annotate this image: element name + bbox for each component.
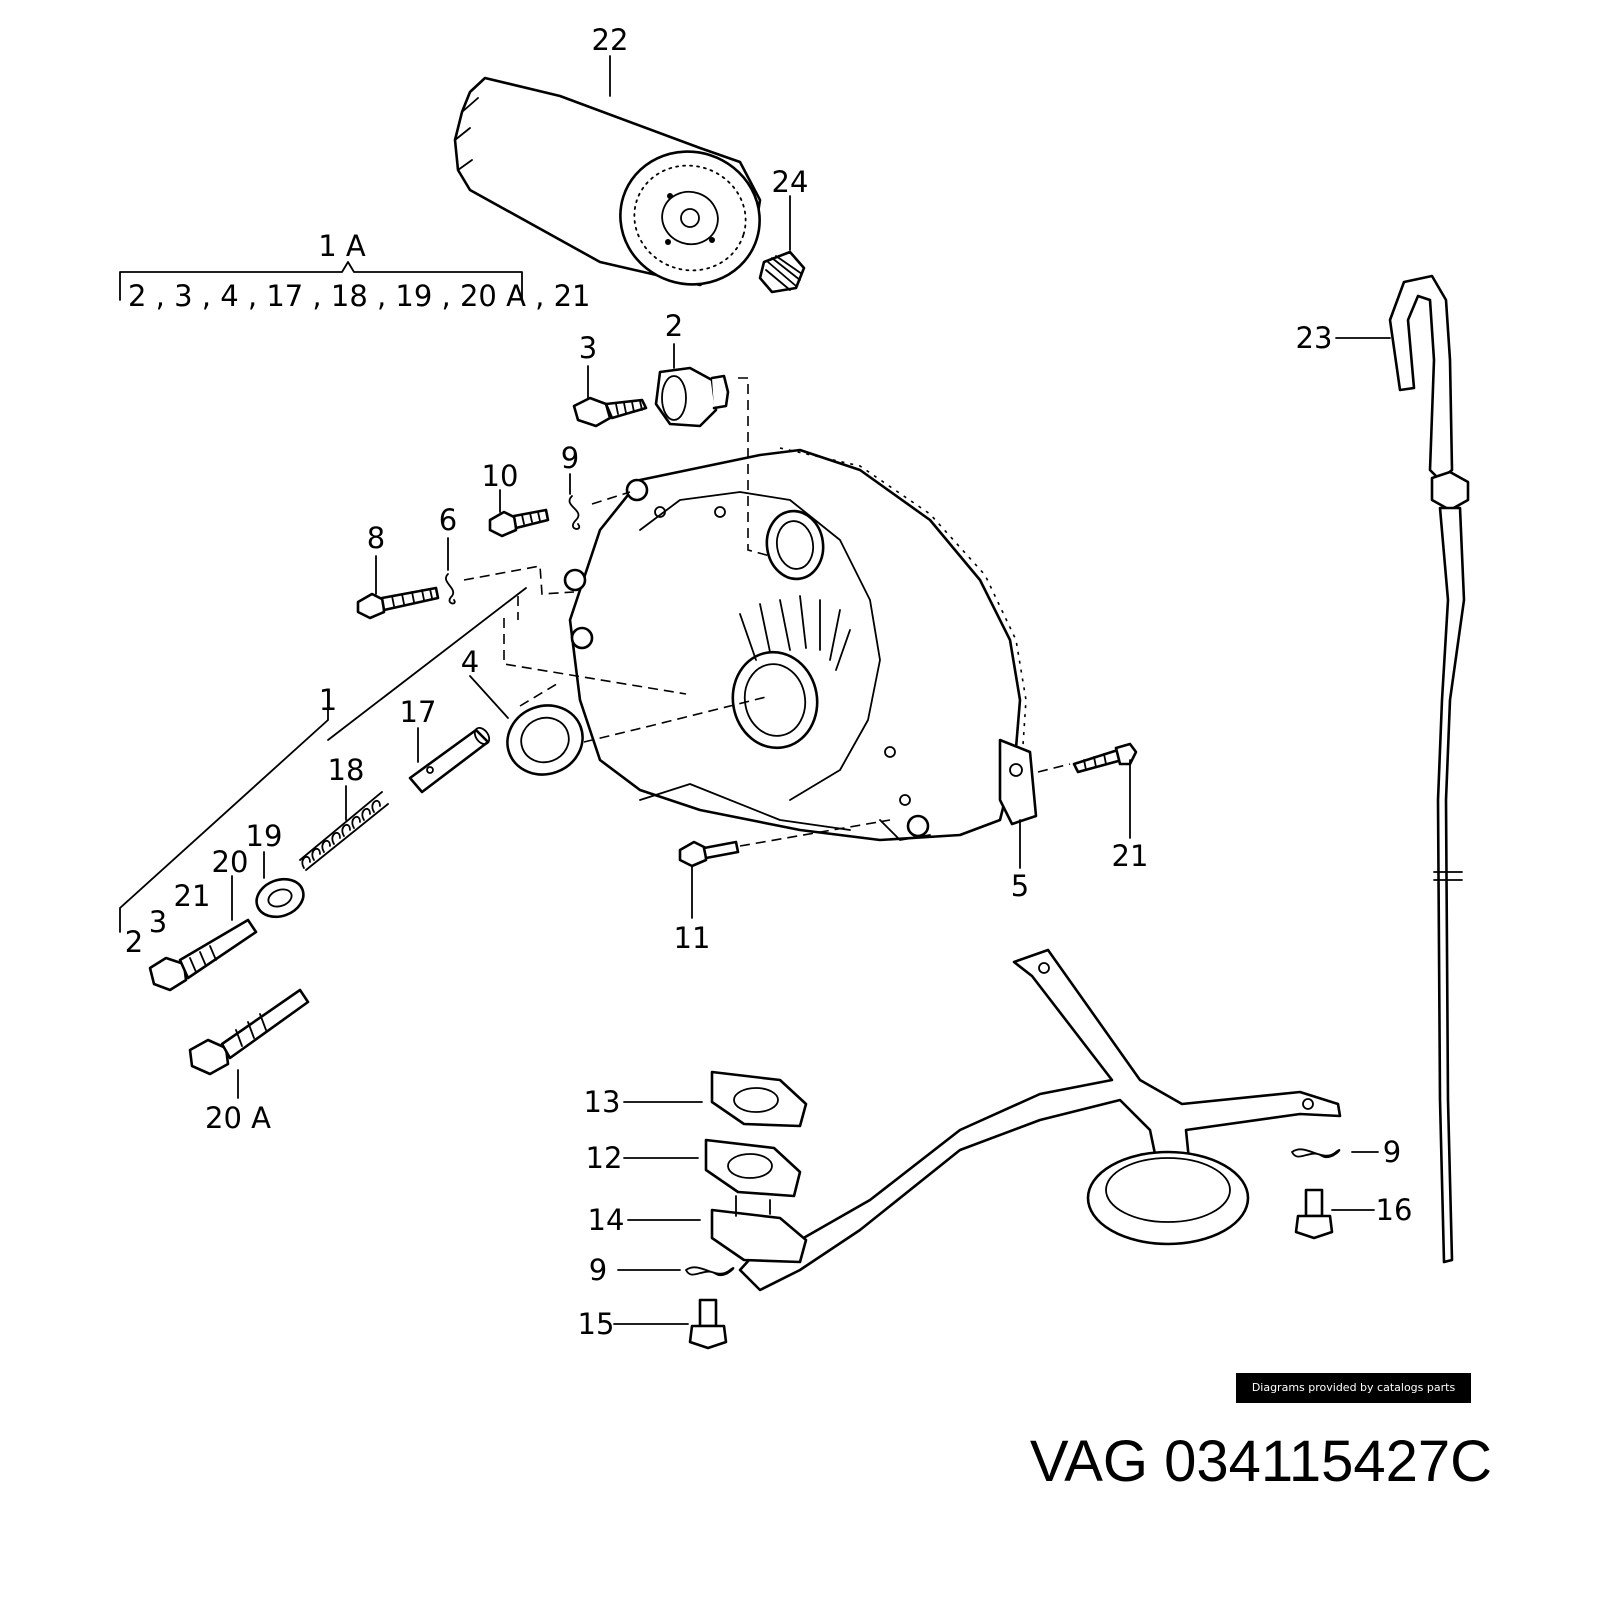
plug-part (148, 918, 258, 992)
label-24: 24 (772, 165, 809, 199)
gasket-part (998, 738, 1038, 826)
label-20a: 20 A (205, 1101, 271, 1135)
label-14: 14 (588, 1203, 625, 1237)
part-labels: 22 24 1 A 2 , 3 , 4 , 17 , 18 , 19 , 20 … (125, 23, 1413, 1341)
bolt-21-part (1072, 742, 1138, 774)
clip-9c-part (1291, 1148, 1341, 1159)
label-21-right: 21 (1112, 839, 1149, 873)
threaded-stud-part (758, 250, 806, 294)
label-9-top: 9 (561, 441, 579, 475)
label-4: 4 (461, 645, 479, 679)
oil-pump-housing (563, 447, 1027, 842)
label-19: 19 (246, 819, 283, 853)
bolt-16-part (1294, 1188, 1334, 1240)
label-13: 13 (584, 1085, 621, 1119)
label-16: 16 (1376, 1193, 1413, 1227)
credit-badge: Diagrams provided by catalogs parts (1236, 1373, 1471, 1403)
sender-part (188, 988, 310, 1076)
bolt-10-part (488, 508, 550, 538)
washer-hole (267, 888, 293, 908)
label-23: 23 (1296, 321, 1333, 355)
pulley-part (654, 366, 730, 428)
label-9-right: 9 (1383, 1135, 1401, 1169)
label-10: 10 (482, 459, 519, 493)
clip-6-part (445, 573, 456, 605)
label-8: 8 (367, 521, 385, 555)
bracket-1a (119, 261, 523, 301)
label-group: 2 , 3 , 4 , 17 , 18 , 19 , 20 A , 21 (128, 279, 591, 313)
label-18: 18 (328, 753, 365, 787)
label-3-top: 3 (579, 331, 597, 365)
oil-filter-part (453, 76, 762, 287)
label-6: 6 (439, 503, 457, 537)
bolt-11-part (678, 840, 740, 868)
label-22: 22 (592, 23, 629, 57)
label-12: 12 (586, 1141, 623, 1175)
clip-9b-part (685, 1266, 735, 1277)
bolt-part (572, 396, 648, 428)
oil-pickup-part (738, 948, 1342, 1292)
seal-part (506, 704, 584, 776)
label-15: 15 (578, 1307, 615, 1341)
label-5: 5 (1011, 869, 1029, 903)
leader-lines (119, 55, 1391, 1325)
bolt-8-part (356, 586, 440, 620)
spring-part (299, 791, 389, 871)
gasket-12-part (704, 1138, 802, 1198)
flange-14-part (710, 1195, 808, 1264)
label-2-left: 2 (125, 925, 143, 959)
label-2-top: 2 (665, 309, 683, 343)
label-17: 17 (400, 695, 437, 729)
part-number-title: VAG 034115427C (1029, 1429, 1492, 1494)
gasket-13-part (710, 1070, 808, 1128)
bolt-15-part (688, 1298, 728, 1350)
label-21-left: 21 (174, 879, 211, 913)
label-11: 11 (674, 921, 711, 955)
clip-part (568, 495, 581, 530)
label-1: 1 (319, 683, 337, 717)
label-3-left: 3 (149, 905, 167, 939)
label-9-pipe: 9 (589, 1253, 607, 1287)
label-1a: 1 A (318, 229, 366, 263)
washer-part (255, 877, 305, 919)
dipstick-part (1388, 274, 1470, 1264)
label-20: 20 (212, 845, 249, 879)
piston-part (408, 727, 491, 794)
